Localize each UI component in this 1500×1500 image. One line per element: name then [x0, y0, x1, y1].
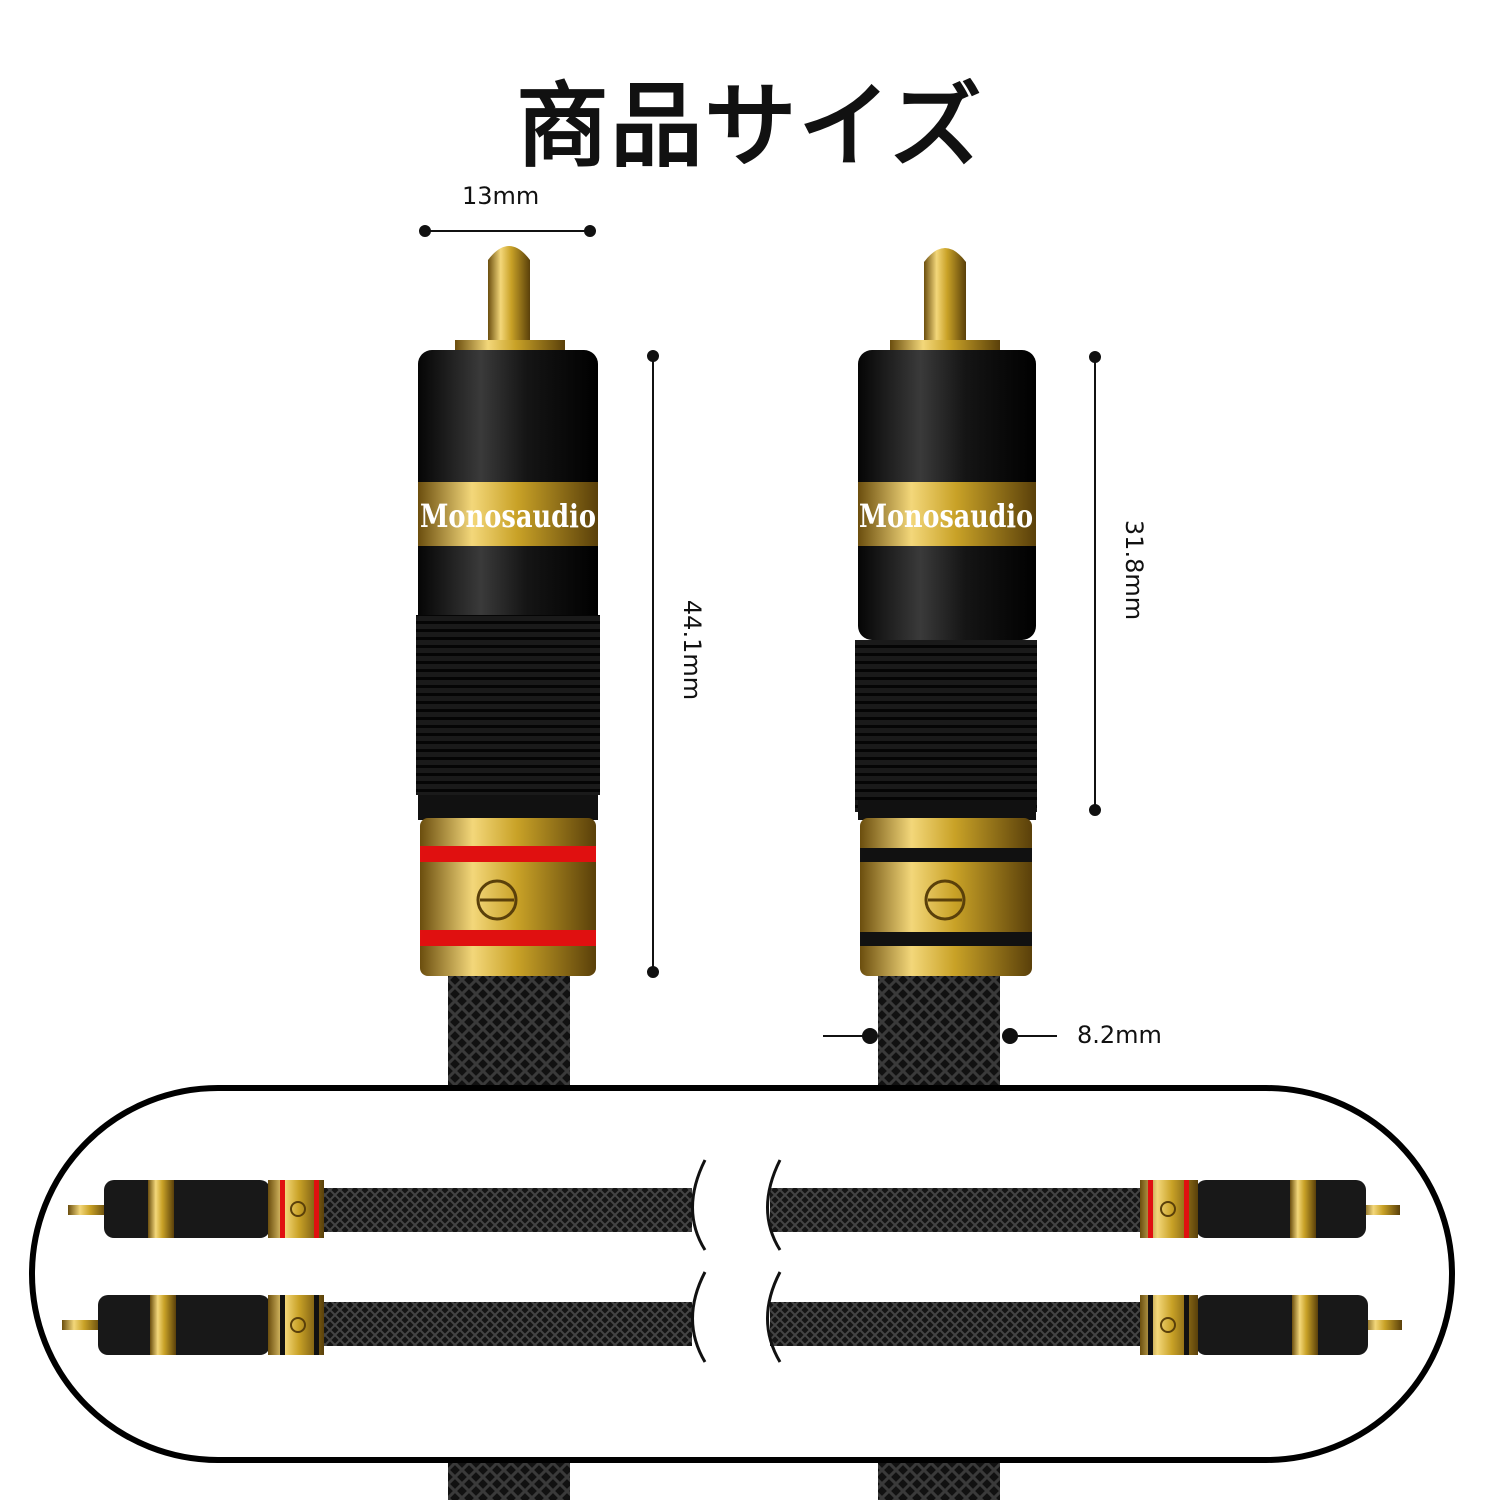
- brand-label: Monosaudio: [859, 497, 1033, 535]
- page-title: 商品サイズ: [516, 73, 984, 180]
- dimension-lines: [419, 225, 1101, 1044]
- connector-left-red: Monosaudio: [416, 246, 600, 976]
- brand-label: Monosaudio: [420, 497, 596, 535]
- connector-right-black: Monosaudio: [855, 248, 1037, 976]
- overview-panel: [29, 1085, 1455, 1463]
- dimension-red-length-label: 44.1mm: [678, 599, 707, 701]
- dimension-width-label: 13mm: [462, 182, 540, 210]
- overview-cables: [62, 1159, 1402, 1363]
- dimension-black-length-label: 31.8mm: [1120, 519, 1149, 621]
- dimension-cable-diameter-label: 8.2mm: [1077, 1021, 1162, 1049]
